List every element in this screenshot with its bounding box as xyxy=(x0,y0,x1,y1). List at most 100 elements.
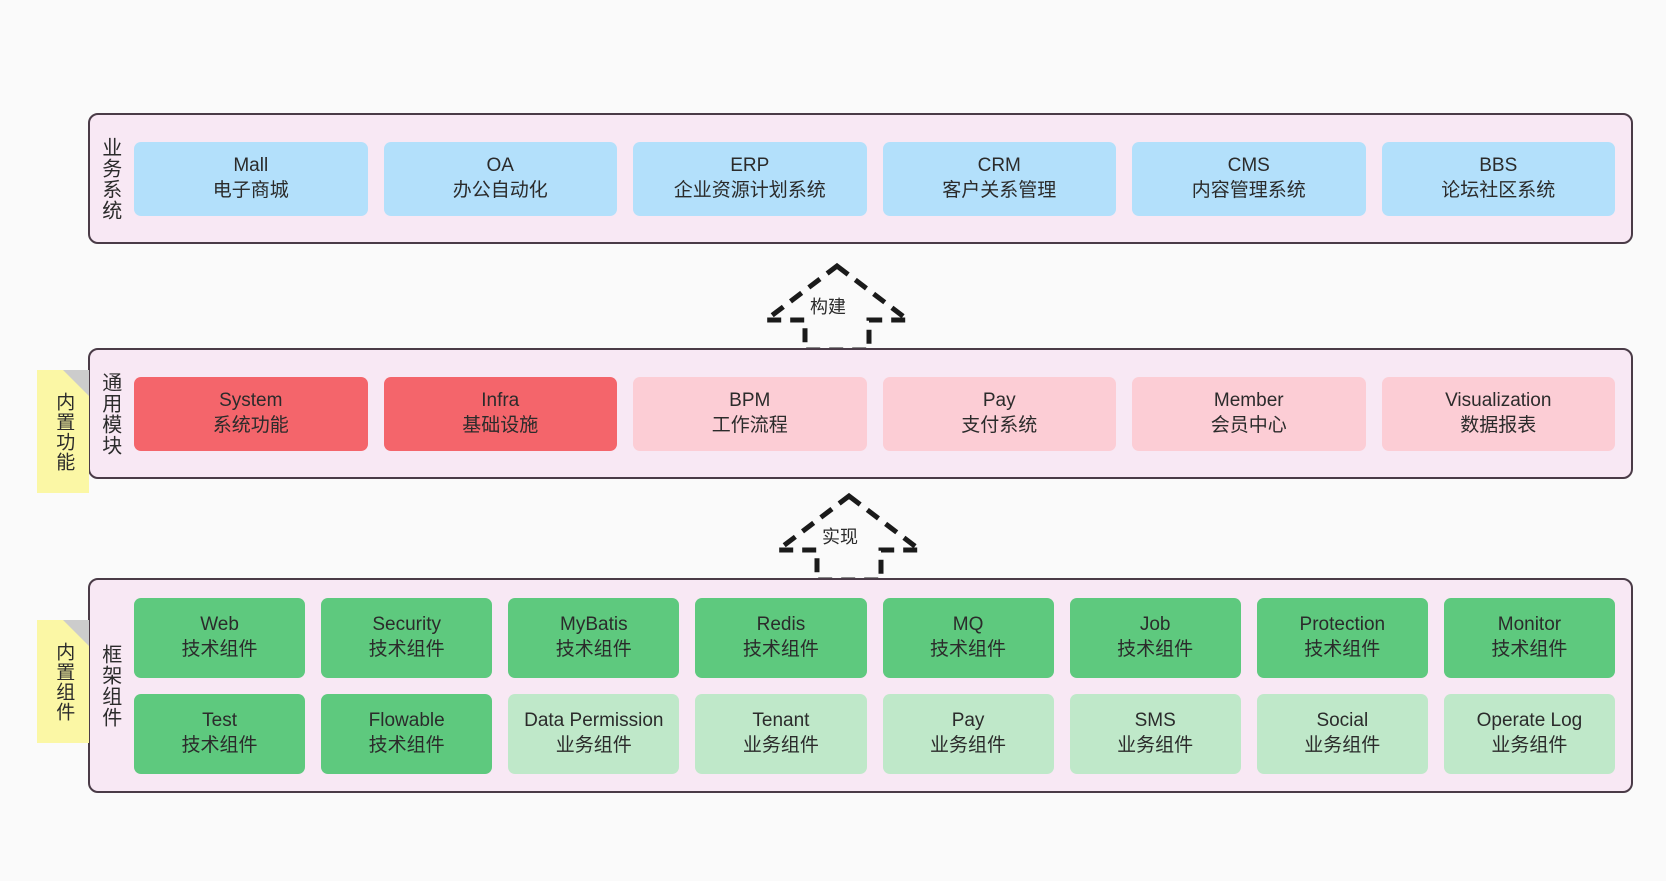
node-mq[interactable]: MQ 技术组件 xyxy=(882,597,1054,678)
arrow-implement: 实现 xyxy=(774,492,924,584)
node-cms[interactable]: CMS 内容管理系统 xyxy=(1132,141,1366,216)
node-title: Infra xyxy=(481,390,520,412)
node-title: CMS xyxy=(1227,155,1270,177)
node-subtitle: 论坛社区系统 xyxy=(1441,179,1556,201)
node-subtitle: 技术组件 xyxy=(555,638,632,660)
node-subtitle: 支付系统 xyxy=(961,414,1038,436)
node-title: Tenant xyxy=(752,710,810,732)
node-protection[interactable]: Protection 技术组件 xyxy=(1256,597,1428,678)
node-title: Redis xyxy=(756,614,806,636)
layer-body-frame: Web 技术组件 Security 技术组件 MyBatis 技术组件 Redi… xyxy=(128,580,1631,791)
node-title: Data Permission xyxy=(524,710,664,732)
arrow-label-build: 构建 xyxy=(810,297,846,317)
node-title: Test xyxy=(202,710,237,732)
node-title: SMS xyxy=(1134,710,1176,732)
node-erp[interactable]: ERP 企业资源计划系统 xyxy=(633,141,867,216)
node-title: Pay xyxy=(951,710,985,732)
node-bbs[interactable]: BBS 论坛社区系统 xyxy=(1381,141,1615,216)
node-subtitle: 系统功能 xyxy=(212,414,289,436)
layer-body-common: System 系统功能 Infra 基础设施 BPM 工作流程 Pay 支付系统… xyxy=(128,350,1631,477)
node-flowable[interactable]: Flowable 技术组件 xyxy=(321,693,493,774)
node-subtitle: 业务组件 xyxy=(1304,734,1381,756)
node-title: ERP xyxy=(730,155,770,177)
node-subtitle: 技术组件 xyxy=(368,638,445,660)
arrow-label-implement: 实现 xyxy=(822,527,858,547)
layer-row: Test 技术组件 Flowable 技术组件 Data Permission … xyxy=(134,693,1615,774)
node-subtitle: 技术组件 xyxy=(930,638,1007,660)
page-fold-icon xyxy=(63,620,89,646)
node-subtitle: 业务组件 xyxy=(1491,734,1568,756)
layer-title-common: 通用模块 xyxy=(98,371,121,456)
node-pay-module[interactable]: Pay 支付系统 xyxy=(882,376,1116,451)
layer-title-frame: 框架组件 xyxy=(98,643,121,728)
node-title: MQ xyxy=(952,614,984,636)
node-bpm[interactable]: BPM 工作流程 xyxy=(633,376,867,451)
layer-row: Mall 电子商城 OA 办公自动化 ERP 企业资源计划系统 CRM 客户关系… xyxy=(134,141,1615,216)
node-subtitle: 基础设施 xyxy=(462,414,539,436)
node-tenant[interactable]: Tenant 业务组件 xyxy=(695,693,867,774)
node-member[interactable]: Member 会员中心 xyxy=(1132,376,1366,451)
node-web[interactable]: Web 技术组件 xyxy=(134,597,306,678)
node-subtitle: 技术组件 xyxy=(368,734,445,756)
node-title: Web xyxy=(200,614,239,636)
node-title: Job xyxy=(1139,614,1171,636)
node-mall[interactable]: Mall 电子商城 xyxy=(134,141,368,216)
node-system[interactable]: System 系统功能 xyxy=(134,376,368,451)
node-title: BBS xyxy=(1479,155,1518,177)
node-oa[interactable]: OA 办公自动化 xyxy=(383,141,617,216)
note-label: 内置组件 xyxy=(53,641,75,722)
node-subtitle: 技术组件 xyxy=(181,638,258,660)
node-subtitle: 技术组件 xyxy=(1491,638,1568,660)
node-data-permission[interactable]: Data Permission 业务组件 xyxy=(508,693,680,774)
node-title: Social xyxy=(1316,710,1369,732)
node-subtitle: 技术组件 xyxy=(742,638,819,660)
node-pay-component[interactable]: Pay 业务组件 xyxy=(882,693,1054,774)
node-subtitle: 技术组件 xyxy=(181,734,258,756)
node-title: Operate Log xyxy=(1476,710,1583,732)
node-test[interactable]: Test 技术组件 xyxy=(134,693,306,774)
node-title: Security xyxy=(372,614,441,636)
node-subtitle: 办公自动化 xyxy=(452,179,548,201)
node-subtitle: 业务组件 xyxy=(1117,734,1194,756)
node-redis[interactable]: Redis 技术组件 xyxy=(695,597,867,678)
node-subtitle: 数据报表 xyxy=(1460,414,1537,436)
node-title: Protection xyxy=(1299,614,1386,636)
node-title: Flowable xyxy=(368,710,445,732)
node-subtitle: 技术组件 xyxy=(1304,638,1381,660)
node-subtitle: 电子商城 xyxy=(212,179,289,201)
node-crm[interactable]: CRM 客户关系管理 xyxy=(882,141,1116,216)
node-title: Monitor xyxy=(1497,614,1562,636)
node-title: CRM xyxy=(977,155,1021,177)
node-subtitle: 会员中心 xyxy=(1210,414,1287,436)
node-title: Mall xyxy=(233,155,269,177)
node-mybatis[interactable]: MyBatis 技术组件 xyxy=(508,597,680,678)
node-social[interactable]: Social 业务组件 xyxy=(1256,693,1428,774)
node-operate-log[interactable]: Operate Log 业务组件 xyxy=(1443,693,1615,774)
node-subtitle: 业务组件 xyxy=(555,734,632,756)
node-subtitle: 技术组件 xyxy=(1117,638,1194,660)
node-subtitle: 工作流程 xyxy=(711,414,788,436)
layer-common-module: 通用模块 System 系统功能 Infra 基础设施 BPM 工作流程 Pay… xyxy=(88,348,1633,479)
node-title: BPM xyxy=(729,390,771,412)
node-subtitle: 业务组件 xyxy=(742,734,819,756)
node-monitor[interactable]: Monitor 技术组件 xyxy=(1443,597,1615,678)
node-job[interactable]: Job 技术组件 xyxy=(1069,597,1241,678)
node-title: Pay xyxy=(982,390,1016,412)
layer-row: System 系统功能 Infra 基础设施 BPM 工作流程 Pay 支付系统… xyxy=(134,376,1615,451)
node-title: Member xyxy=(1213,390,1284,412)
node-subtitle: 客户关系管理 xyxy=(942,179,1057,201)
node-visualization[interactable]: Visualization 数据报表 xyxy=(1381,376,1615,451)
node-title: MyBatis xyxy=(560,614,628,636)
note-label: 内置功能 xyxy=(53,391,75,472)
node-sms[interactable]: SMS 业务组件 xyxy=(1069,693,1241,774)
node-infra[interactable]: Infra 基础设施 xyxy=(383,376,617,451)
node-title: OA xyxy=(486,155,514,177)
node-subtitle: 企业资源计划系统 xyxy=(673,179,826,201)
node-title: System xyxy=(219,390,283,412)
layer-framework-component: 框架组件 Web 技术组件 Security 技术组件 MyBatis 技术组件… xyxy=(88,578,1633,793)
note-builtin-function: 内置功能 xyxy=(37,370,89,493)
node-subtitle: 业务组件 xyxy=(930,734,1007,756)
layer-row: Web 技术组件 Security 技术组件 MyBatis 技术组件 Redi… xyxy=(134,597,1615,678)
node-security[interactable]: Security 技术组件 xyxy=(321,597,493,678)
